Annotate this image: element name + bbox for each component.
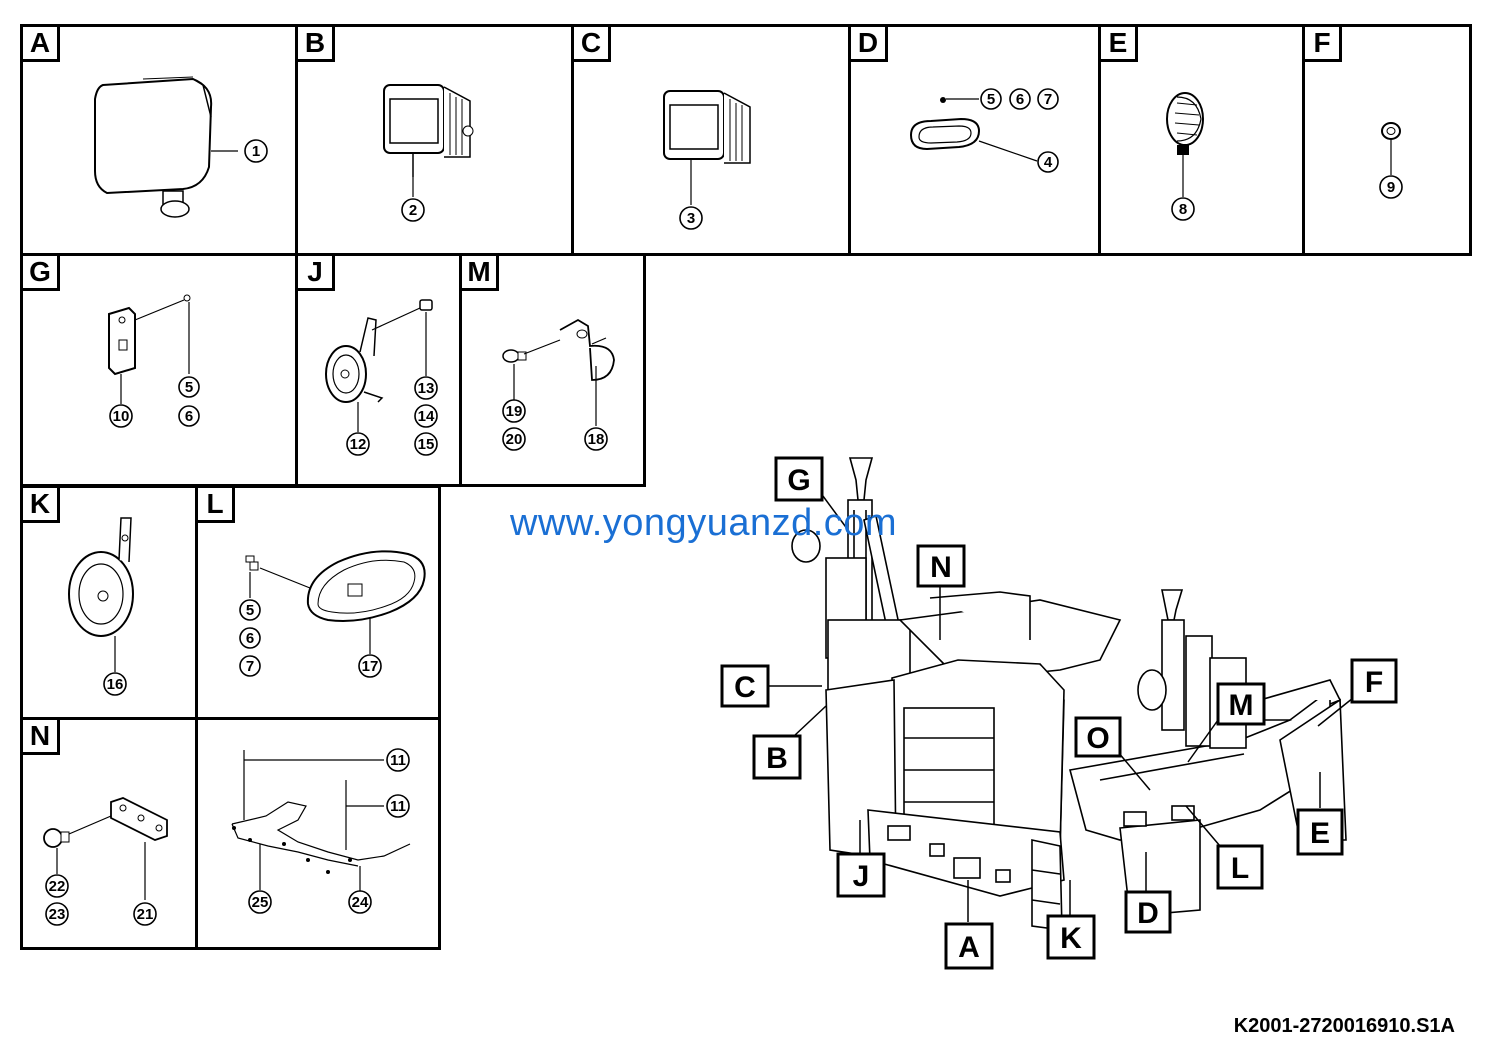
work-lamp-large-drawing: 1 (94, 76, 268, 218)
drawing-code: K2001-2720016910.S1A (1233, 1015, 1455, 1037)
horn-drawing: 13 14 15 12 (325, 299, 438, 456)
overview-label-k: K (1060, 922, 1082, 955)
oval-marker-lamp-drawing: 5 6 7 17 (239, 550, 426, 678)
callout-5: 5 (987, 91, 995, 108)
callout-21: 21 (137, 906, 154, 923)
callout-4: 4 (1044, 154, 1053, 171)
overview-label-l: L (1231, 852, 1249, 885)
callout-15: 15 (418, 436, 435, 453)
overview-label-g: G (787, 464, 810, 497)
grommet-drawing: 9 (1379, 122, 1403, 199)
panel-c: 3 C (571, 24, 851, 256)
overview-label-o: O (1086, 722, 1109, 755)
callout-1: 1 (252, 143, 260, 160)
panel-label-g: G (20, 253, 60, 291)
panel-label-n: N (20, 717, 60, 755)
panel-label-b: B (295, 24, 335, 62)
callout-22: 22 (49, 878, 66, 895)
panel-label-l: L (195, 485, 235, 523)
panel-a: 1 A (20, 24, 298, 256)
callout-9: 9 (1387, 179, 1395, 196)
overview-label-m: M (1229, 689, 1254, 722)
callout-25: 25 (252, 894, 269, 911)
callout-11: 11 (390, 798, 406, 815)
switch-drawing: 5 6 10 (108, 294, 200, 428)
panel-label-k: K (20, 485, 60, 523)
callout-14: 14 (418, 408, 435, 425)
panel-label-e: E (1098, 24, 1138, 62)
callout-23: 23 (49, 906, 66, 923)
horn-large-drawing: 16 (68, 517, 134, 696)
callout-6: 6 (246, 630, 254, 647)
panel-label-c: C (571, 24, 611, 62)
callout-17: 17 (362, 658, 379, 675)
callout-20: 20 (506, 431, 523, 448)
work-lamp-square-drawing: 2 (383, 84, 474, 222)
callout-16: 16 (107, 676, 124, 693)
callout-13: 13 (418, 380, 435, 397)
callout-11: 11 (390, 752, 406, 769)
callout-8: 8 (1179, 201, 1187, 218)
callout-19: 19 (506, 403, 523, 420)
callout-18: 18 (588, 431, 605, 448)
overview-label-f: F (1365, 666, 1383, 699)
bracket-sensor-drawing: 22 23 21 (43, 797, 168, 926)
panel-label-j: J (295, 253, 335, 291)
overview-label-a: A (958, 931, 980, 964)
work-lamp-square-alt-drawing: 3 (663, 90, 751, 230)
callout-3: 3 (687, 210, 695, 227)
panel-m: 19 20 18 M (459, 253, 646, 487)
panel-j: 13 14 15 12 J (295, 253, 462, 487)
overview-label-n: N (930, 551, 952, 584)
wire-harness-drawing: 11 11 25 24 (231, 748, 411, 914)
callout-7: 7 (246, 658, 254, 675)
callout-12: 12 (350, 436, 367, 453)
overview-label-c: C (734, 671, 756, 704)
panel-n: 22 23 21 N (20, 717, 198, 950)
overview-label-j: J (853, 860, 870, 893)
callout-2: 2 (409, 202, 417, 219)
callout-6: 6 (185, 408, 193, 425)
panel-label-f: F (1302, 24, 1342, 62)
panel-d: 5 6 7 4 D (848, 24, 1101, 256)
panel-label-d: D (848, 24, 888, 62)
overview-labels: G N C B J A K O M F E L D (720, 456, 1398, 970)
callout-10: 10 (113, 408, 130, 425)
callout-5: 5 (246, 602, 254, 619)
panel-k: 16 K (20, 485, 198, 720)
panel-harness: 11 11 25 24 (195, 717, 441, 950)
panel-label-a: A (20, 24, 60, 62)
clamp-drawing: 19 20 18 (502, 318, 615, 451)
panel-label-m: M (459, 253, 499, 291)
overview-label-d: D (1137, 897, 1159, 930)
callout-24: 24 (352, 894, 369, 911)
overview-label-e: E (1310, 817, 1330, 850)
watermark-text: www.yongyuanzd.com (510, 502, 898, 544)
callout-7: 7 (1044, 91, 1052, 108)
round-work-lamp-drawing: 8 (1166, 92, 1204, 221)
callout-6: 6 (1016, 91, 1024, 108)
overview-label-b: B (766, 742, 788, 775)
oval-lamp-drawing: 5 6 7 4 (909, 88, 1059, 173)
callout-5: 5 (185, 379, 193, 396)
panel-f: 9 F (1302, 24, 1472, 256)
